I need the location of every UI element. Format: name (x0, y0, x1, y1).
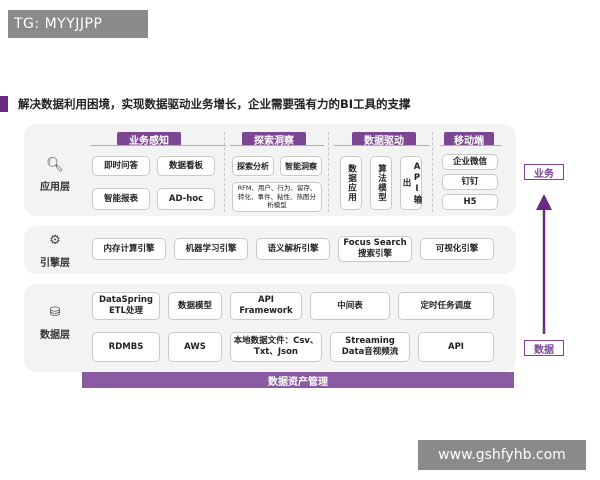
wecom-box: 企业微信 (442, 154, 498, 170)
separator-2 (328, 132, 329, 212)
ml-engine-box: 机器学习引擎 (174, 238, 248, 260)
separator-3 (432, 132, 433, 212)
explore-analysis-box: 探索分析 (232, 156, 274, 176)
search-icon: 🔍︎ (46, 157, 64, 173)
smart-report-box: 智能报表 (92, 188, 150, 210)
diagram-title: 解决数据利用困境，实现数据驱动业务增长，企业需要强有力的BI工具的支撑 (18, 97, 411, 111)
database-icon: ⛁︎ (49, 305, 61, 320)
mobile-header: 移动端 (444, 132, 494, 147)
focus-search-engine-box: Focus Search 搜索引擎 (338, 236, 412, 262)
instant-qa-box: 即时问答 (92, 156, 150, 176)
memory-engine-box: 内存计算引擎 (92, 238, 166, 260)
side-label-business: 业务 (524, 164, 564, 180)
dataspring-etl-box: DataSpring ETL处理 (92, 292, 160, 320)
perception-header-line (90, 145, 226, 146)
upward-arrow (536, 194, 552, 334)
mobile-header-line (440, 145, 502, 146)
h5-box: H5 (442, 194, 498, 210)
data-layer-label: 数据层 (40, 330, 70, 341)
local-files-box: 本地数据文件：Csv、Txt、Json (230, 332, 322, 362)
semantic-engine-box: 语义解析引擎 (256, 238, 330, 260)
insight-header: 探索洞察 (242, 132, 306, 147)
data-model-box: 数据模型 (168, 292, 222, 320)
data-application-box: 数据应用 (340, 156, 362, 210)
app-layer-label: 应用层 (40, 182, 70, 193)
side-label-data: 数据 (524, 340, 564, 356)
algorithm-model-box: 算法模型 (370, 156, 392, 210)
ad-hoc-box: AD-hoc (157, 188, 215, 210)
streaming-data-box: Streaming Data音视频流 (330, 332, 410, 362)
dingtalk-box: 钉钉 (442, 174, 498, 190)
driven-header: 数据驱动 (352, 132, 416, 147)
data-asset-management-bar: 数据资产管理 (82, 372, 514, 388)
scheduler-box: 定时任务调度 (398, 292, 494, 320)
driven-header-line (334, 145, 430, 146)
separator-1 (224, 132, 225, 212)
rdmbs-box: RDMBS (92, 332, 160, 362)
engine-layer-label: 引擎层 (40, 258, 70, 269)
data-dashboard-box: 数据看板 (157, 156, 215, 176)
api-framework-box: API Framework (230, 292, 302, 320)
gear-icon: ⚙︎ (49, 233, 61, 248)
watermark-bottom: www.gshfyhb.com (418, 440, 586, 470)
api-source-box: API (418, 332, 494, 362)
title-accent-bar (0, 96, 8, 112)
insight-header-line (230, 145, 324, 146)
visualization-engine-box: 可视化引擎 (420, 238, 494, 260)
smart-insight-box: 智能洞察 (280, 156, 322, 176)
api-output-box: API输出 (400, 156, 422, 210)
aws-box: AWS (168, 332, 222, 362)
intermediate-table-box: 中间表 (310, 292, 390, 320)
perception-header: 业务感知 (117, 132, 181, 147)
analysis-models-box: RFM、用户、行为、留存、转化、事件、粘性、热图分析模型 (232, 182, 322, 212)
watermark-top: TG: MYYJJPP (8, 10, 148, 38)
